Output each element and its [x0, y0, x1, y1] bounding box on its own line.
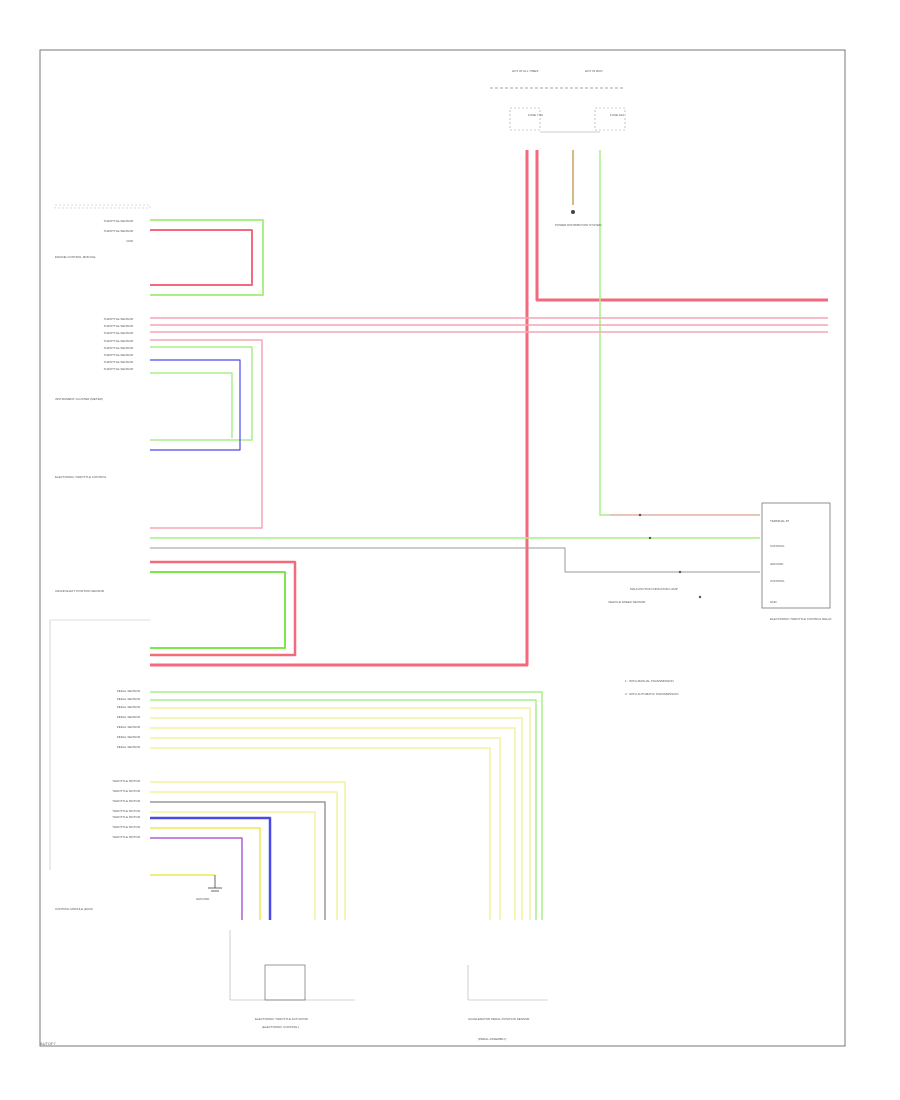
relay-pin-5: GND — [770, 600, 778, 604]
ecm-section-label-3: ELECTRONIC THROTTLE CONTROL — [55, 475, 107, 479]
wire-relay-gray — [150, 547, 760, 573]
relay-pin-1: TERMINAL 87 — [770, 519, 790, 523]
wire-feed-right — [535, 150, 828, 302]
ecm-section-label-5: CONTROL MODULE (ECM) — [55, 907, 93, 911]
fuse-hot-label-2: HOT IN RUN — [585, 69, 602, 73]
wire-motor-6 — [150, 827, 261, 920]
wire-motor-3 — [150, 801, 326, 920]
pin-label: THROTTLE MOTOR — [112, 835, 141, 839]
wire-mid-green — [150, 346, 253, 441]
connector-dot — [678, 570, 682, 574]
speed-sensor-label: VEHICLE SPEED SENSOR — [608, 600, 646, 604]
pin-label: THROTTLE MOTOR — [112, 809, 141, 813]
wire-crank-red — [150, 560, 297, 657]
pin-label: THROTTLE SENSOR — [104, 324, 134, 328]
pin-label: PEDAL SENSOR — [117, 735, 141, 739]
pin-label: THROTTLE SENSOR — [104, 219, 134, 223]
stubs-layer — [638, 513, 702, 599]
ecm-section-label-2: INSTRUMENT CLUSTER (METER) — [55, 397, 103, 401]
pin-label: PEDAL SENSOR — [117, 705, 141, 709]
ecm-section-label-4: CRANKSHAFT POSITION SENSOR — [55, 589, 105, 593]
ecm-section-label-1: ENGINE CONTROL MODULE — [55, 255, 96, 259]
ground-label: GROUND — [196, 897, 210, 901]
wires-layer — [150, 150, 828, 920]
relay-pin-3: GROUND — [770, 562, 784, 566]
dtc-lamp-label: MALFUNCTION INDICATOR LAMP — [630, 587, 678, 591]
wire-pedal-1 — [150, 691, 543, 920]
wire-pedal-3 — [150, 707, 531, 920]
wire-motor-2 — [150, 791, 338, 920]
pin-label: THROTTLE SENSOR — [104, 339, 134, 343]
relay-pin-2: CONTROL — [770, 544, 785, 548]
fuse-right-label: FUSE 10A — [610, 113, 624, 117]
power-distribution-label: POWER DISTRIBUTION SYSTEM — [555, 223, 602, 227]
wire-mid-green2 — [150, 372, 233, 438]
pin-labels-layer: THROTTLE SENSOR THROTTLE SENSOR GND THROTTL… — [104, 219, 141, 839]
pedal-sensor-sub: (PEDAL ASSEMBLY) — [478, 1037, 506, 1041]
relay-box-label: ELECTRONIC THROTTLE CONTROL RELAY — [770, 617, 832, 621]
pin-label: PEDAL SENSOR — [117, 689, 141, 693]
wire-pedal-5 — [150, 727, 516, 920]
wire-pedal-4 — [150, 717, 523, 920]
ground-symbol: GROUND — [196, 875, 222, 901]
pin-label: PEDAL SENSOR — [117, 745, 141, 749]
wire-mid-blue — [150, 359, 241, 451]
diagram-code: AUTOF7 — [40, 1041, 56, 1046]
diagram-frame — [39, 49, 846, 1047]
wire-pedal-2 — [150, 699, 537, 920]
wire-motor-4 — [150, 811, 316, 920]
wire-loop-green — [150, 219, 264, 296]
accelerator-pedal-sensor: ACCELERATOR PEDAL POSITION SENSOR (PEDAL… — [467, 965, 548, 1041]
fuse-block: HOT AT ALL TIMES HOT IN RUN FUSE 7.5A FU… — [490, 69, 626, 133]
pin-label: PEDAL SENSOR — [117, 697, 141, 701]
wire-main-feed — [150, 150, 529, 667]
wire-motor-5 — [150, 816, 272, 920]
wire-loop-red — [150, 229, 253, 286]
pin-label: THROTTLE SENSOR — [104, 229, 134, 233]
connector-dot — [638, 513, 642, 517]
control-relay-box: TERMINAL 87 CONTROL GROUND CONTROL GND E… — [761, 502, 832, 621]
wire-mid-pink — [150, 339, 263, 529]
pin-label: PEDAL SENSOR — [117, 725, 141, 729]
wire-pedal-7 — [150, 747, 491, 920]
pin-label: THROTTLE SENSOR — [104, 317, 134, 321]
pin-label: THROTTLE SENSOR — [104, 367, 134, 371]
connector-dot — [698, 595, 702, 599]
pin-label: THROTTLE SENSOR — [104, 353, 134, 357]
splice-dot — [571, 210, 575, 214]
pin-label: THROTTLE MOTOR — [112, 779, 141, 783]
pin-label: THROTTLE MOTOR — [112, 789, 141, 793]
pin-label: GND — [126, 239, 134, 243]
connector-dot — [648, 536, 652, 540]
pin-label: PEDAL SENSOR — [117, 715, 141, 719]
wire-crank-green — [150, 571, 286, 649]
pin-label: THROTTLE SENSOR — [104, 360, 134, 364]
wire-motor-7 — [150, 837, 243, 920]
pin-label: THROTTLE MOTOR — [112, 799, 141, 803]
wire-pedal-6 — [150, 737, 501, 920]
note-2: 2 : WITH AUTOMATIC TRANSMISSION — [625, 692, 679, 696]
pin-label: THROTTLE MOTOR — [112, 815, 141, 819]
fuse-hot-label-1: HOT AT ALL TIMES — [512, 69, 538, 73]
throttle-actuator-sub: (ELECTRONIC CONTROL) — [262, 1025, 299, 1029]
note-1: 1 : WITH MANUAL TRANSMISSION — [625, 679, 674, 683]
wire-motor-1 — [150, 781, 346, 920]
throttle-actuator: ELECTRONIC THROTTLE ACTUATOR (ELECTRONIC… — [229, 930, 355, 1029]
pin-label: THROTTLE SENSOR — [104, 331, 134, 335]
relay-pin-4: CONTROL — [770, 579, 785, 583]
throttle-actuator-label: ELECTRONIC THROTTLE ACTUATOR — [255, 1017, 309, 1021]
pin-label: THROTTLE SENSOR — [104, 346, 134, 350]
fuse-left-label: FUSE 7.5A — [528, 113, 543, 117]
pin-label: THROTTLE MOTOR — [112, 825, 141, 829]
pedal-sensor-label: ACCELERATOR PEDAL POSITION SENSOR — [468, 1017, 530, 1021]
